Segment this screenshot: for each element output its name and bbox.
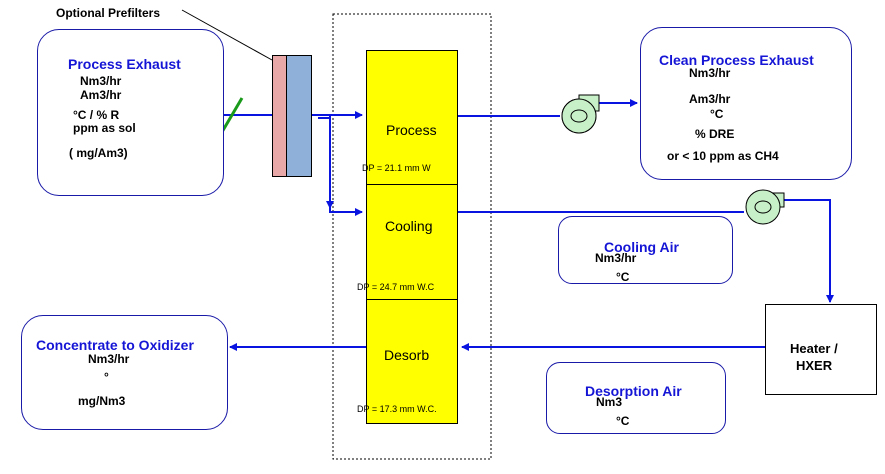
desorption-air-box	[546, 362, 726, 434]
desorb-stage-label: Desorb	[384, 347, 430, 363]
process-stage-dp: DP = 21.1 mm W	[362, 163, 431, 173]
cooling-air-line: °C	[616, 270, 630, 284]
concentrate-line: Nm3/hr	[88, 352, 130, 366]
desorb-stage-dp: DP = 17.3 mm W.C.	[357, 404, 437, 414]
clean-exhaust-box	[640, 27, 852, 180]
desorb-stage	[366, 299, 458, 424]
desorption-air-line: °C	[616, 414, 630, 428]
clean-exhaust-line: °C	[710, 107, 724, 121]
clean-exhaust-title: Clean Process Exhaust	[659, 52, 814, 68]
concentrate-line: °	[104, 370, 109, 384]
process-exhaust-box	[37, 29, 224, 196]
prefilter-label: Optional Prefilters	[56, 6, 161, 20]
heater-label-line2: HXER	[796, 358, 833, 373]
heater-inlet-arrow	[782, 199, 834, 303]
cooling-stage-dp: DP = 24.7 mm W.C	[357, 282, 435, 292]
concentrate-title: Concentrate to Oxidizer	[36, 337, 194, 353]
prefilter-pointer-line	[181, 9, 273, 61]
process-stage-label: Process	[386, 122, 437, 138]
process-exhaust-line: ppm as sol	[73, 121, 136, 135]
process-exhaust-line: °C / % R	[73, 108, 120, 122]
cooling-air-title: Cooling Air	[604, 239, 679, 255]
clean-exhaust-line: Nm3/hr	[689, 66, 731, 80]
rotor-enclosure	[332, 13, 492, 460]
clean-exhaust-line: % DRE	[695, 127, 735, 141]
process-exhaust-line: Nm3/hr	[80, 74, 122, 88]
process-exhaust-line: Am3/hr	[80, 88, 122, 102]
clean-exhaust-line: Am3/hr	[689, 92, 731, 106]
cooling-air-line: Nm3/hr	[595, 251, 637, 265]
cooling-fan-icon	[745, 189, 785, 225]
clean-exhaust-line: or < 10 ppm as CH4	[667, 149, 779, 163]
prefilter-pink	[272, 55, 287, 177]
cooling-air-box	[558, 216, 733, 284]
concentrate-line: mg/Nm3	[78, 394, 126, 408]
cooling-branch-arrow	[318, 117, 334, 209]
process-exhaust-line: ( mg/Am3)	[69, 146, 128, 160]
desorption-air-line: Nm3	[596, 395, 623, 409]
concentrate-box	[21, 315, 228, 430]
process-fan-icon	[561, 94, 600, 134]
process-stage	[366, 50, 458, 185]
prefilter-blue	[286, 55, 312, 177]
cooling-stage-label: Cooling	[385, 218, 433, 234]
cooling-stage	[366, 184, 458, 300]
damper-icon	[220, 97, 244, 133]
heater-label-line1: Heater /	[790, 341, 838, 356]
cooling-inlet-arrow	[329, 115, 363, 216]
process-exhaust-title: Process Exhaust	[68, 56, 181, 72]
desorption-air-title: Desorption Air	[585, 383, 682, 399]
heater-box	[765, 304, 877, 395]
